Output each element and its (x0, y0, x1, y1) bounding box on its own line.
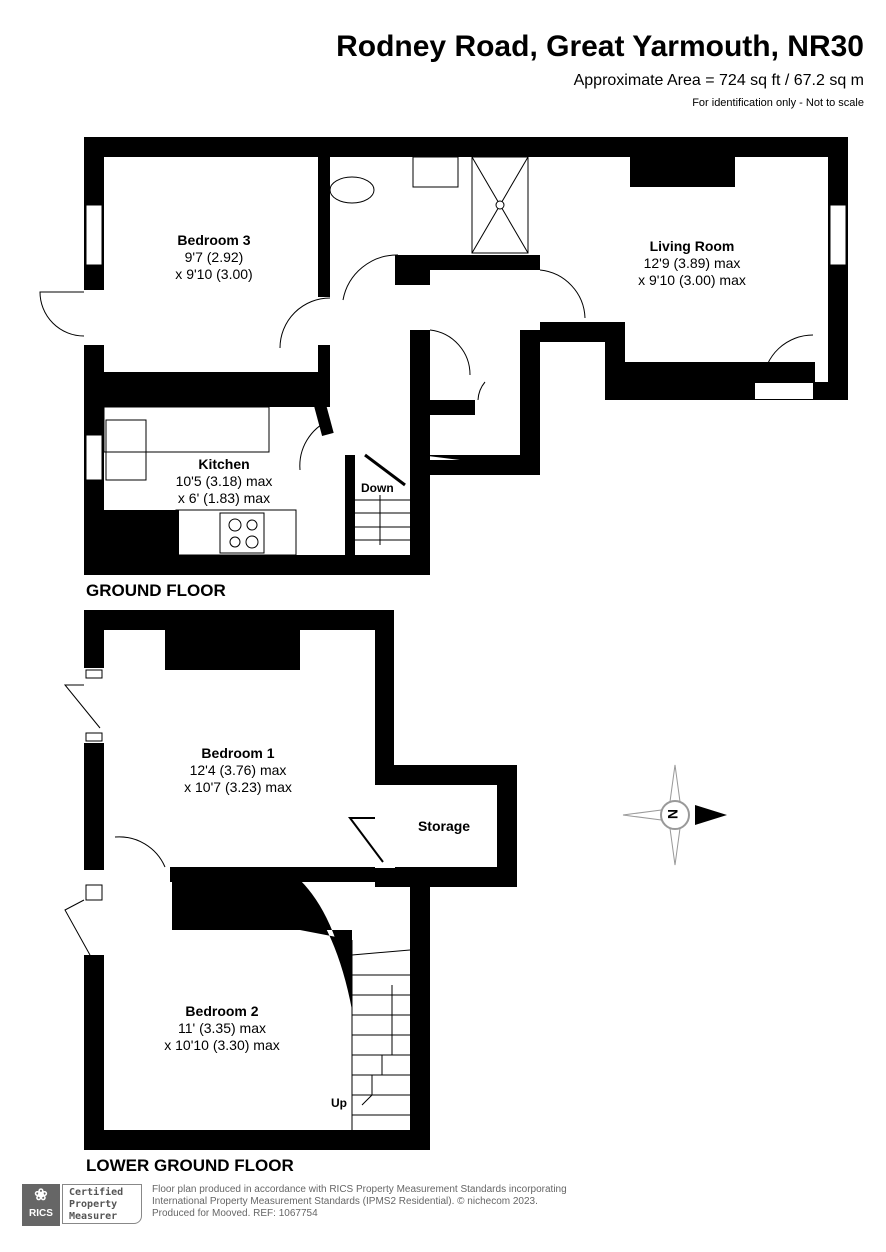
approximate-area: Approximate Area = 724 sq ft / 67.2 sq m (573, 72, 864, 89)
ground-floor-walls (84, 137, 848, 575)
compass-north-label: N (665, 808, 682, 820)
toilet (329, 176, 375, 204)
lower-floor-walls (84, 610, 517, 1150)
disclaimer-note: For identification only - Not to scale (692, 97, 864, 109)
door-swings (39, 254, 814, 471)
rics-logo: ❀RICS (22, 1184, 60, 1226)
ground-floor-openings (84, 204, 847, 481)
sink (412, 156, 459, 188)
ground-floor-label: GROUND FLOOR (86, 581, 226, 600)
window (85, 204, 103, 266)
fixtures (103, 156, 529, 556)
window (829, 204, 847, 266)
compass-icon (622, 764, 727, 866)
room-label-storage: Storage (417, 818, 471, 834)
kitchen-sink (105, 419, 147, 481)
lower-ground-floor-label: LOWER GROUND FLOOR (86, 1156, 294, 1175)
footer-text: Floor plan produced in accordance with R… (152, 1184, 567, 1219)
hob (219, 512, 265, 554)
window (85, 434, 103, 481)
page-title: Rodney Road, Great Yarmouth, NR30 (336, 30, 864, 63)
stairs-up-label: Up (331, 1096, 347, 1110)
stairs-down-label: Down (361, 481, 394, 495)
lower-door-swings (63, 684, 411, 1130)
shower-tray (471, 156, 529, 254)
